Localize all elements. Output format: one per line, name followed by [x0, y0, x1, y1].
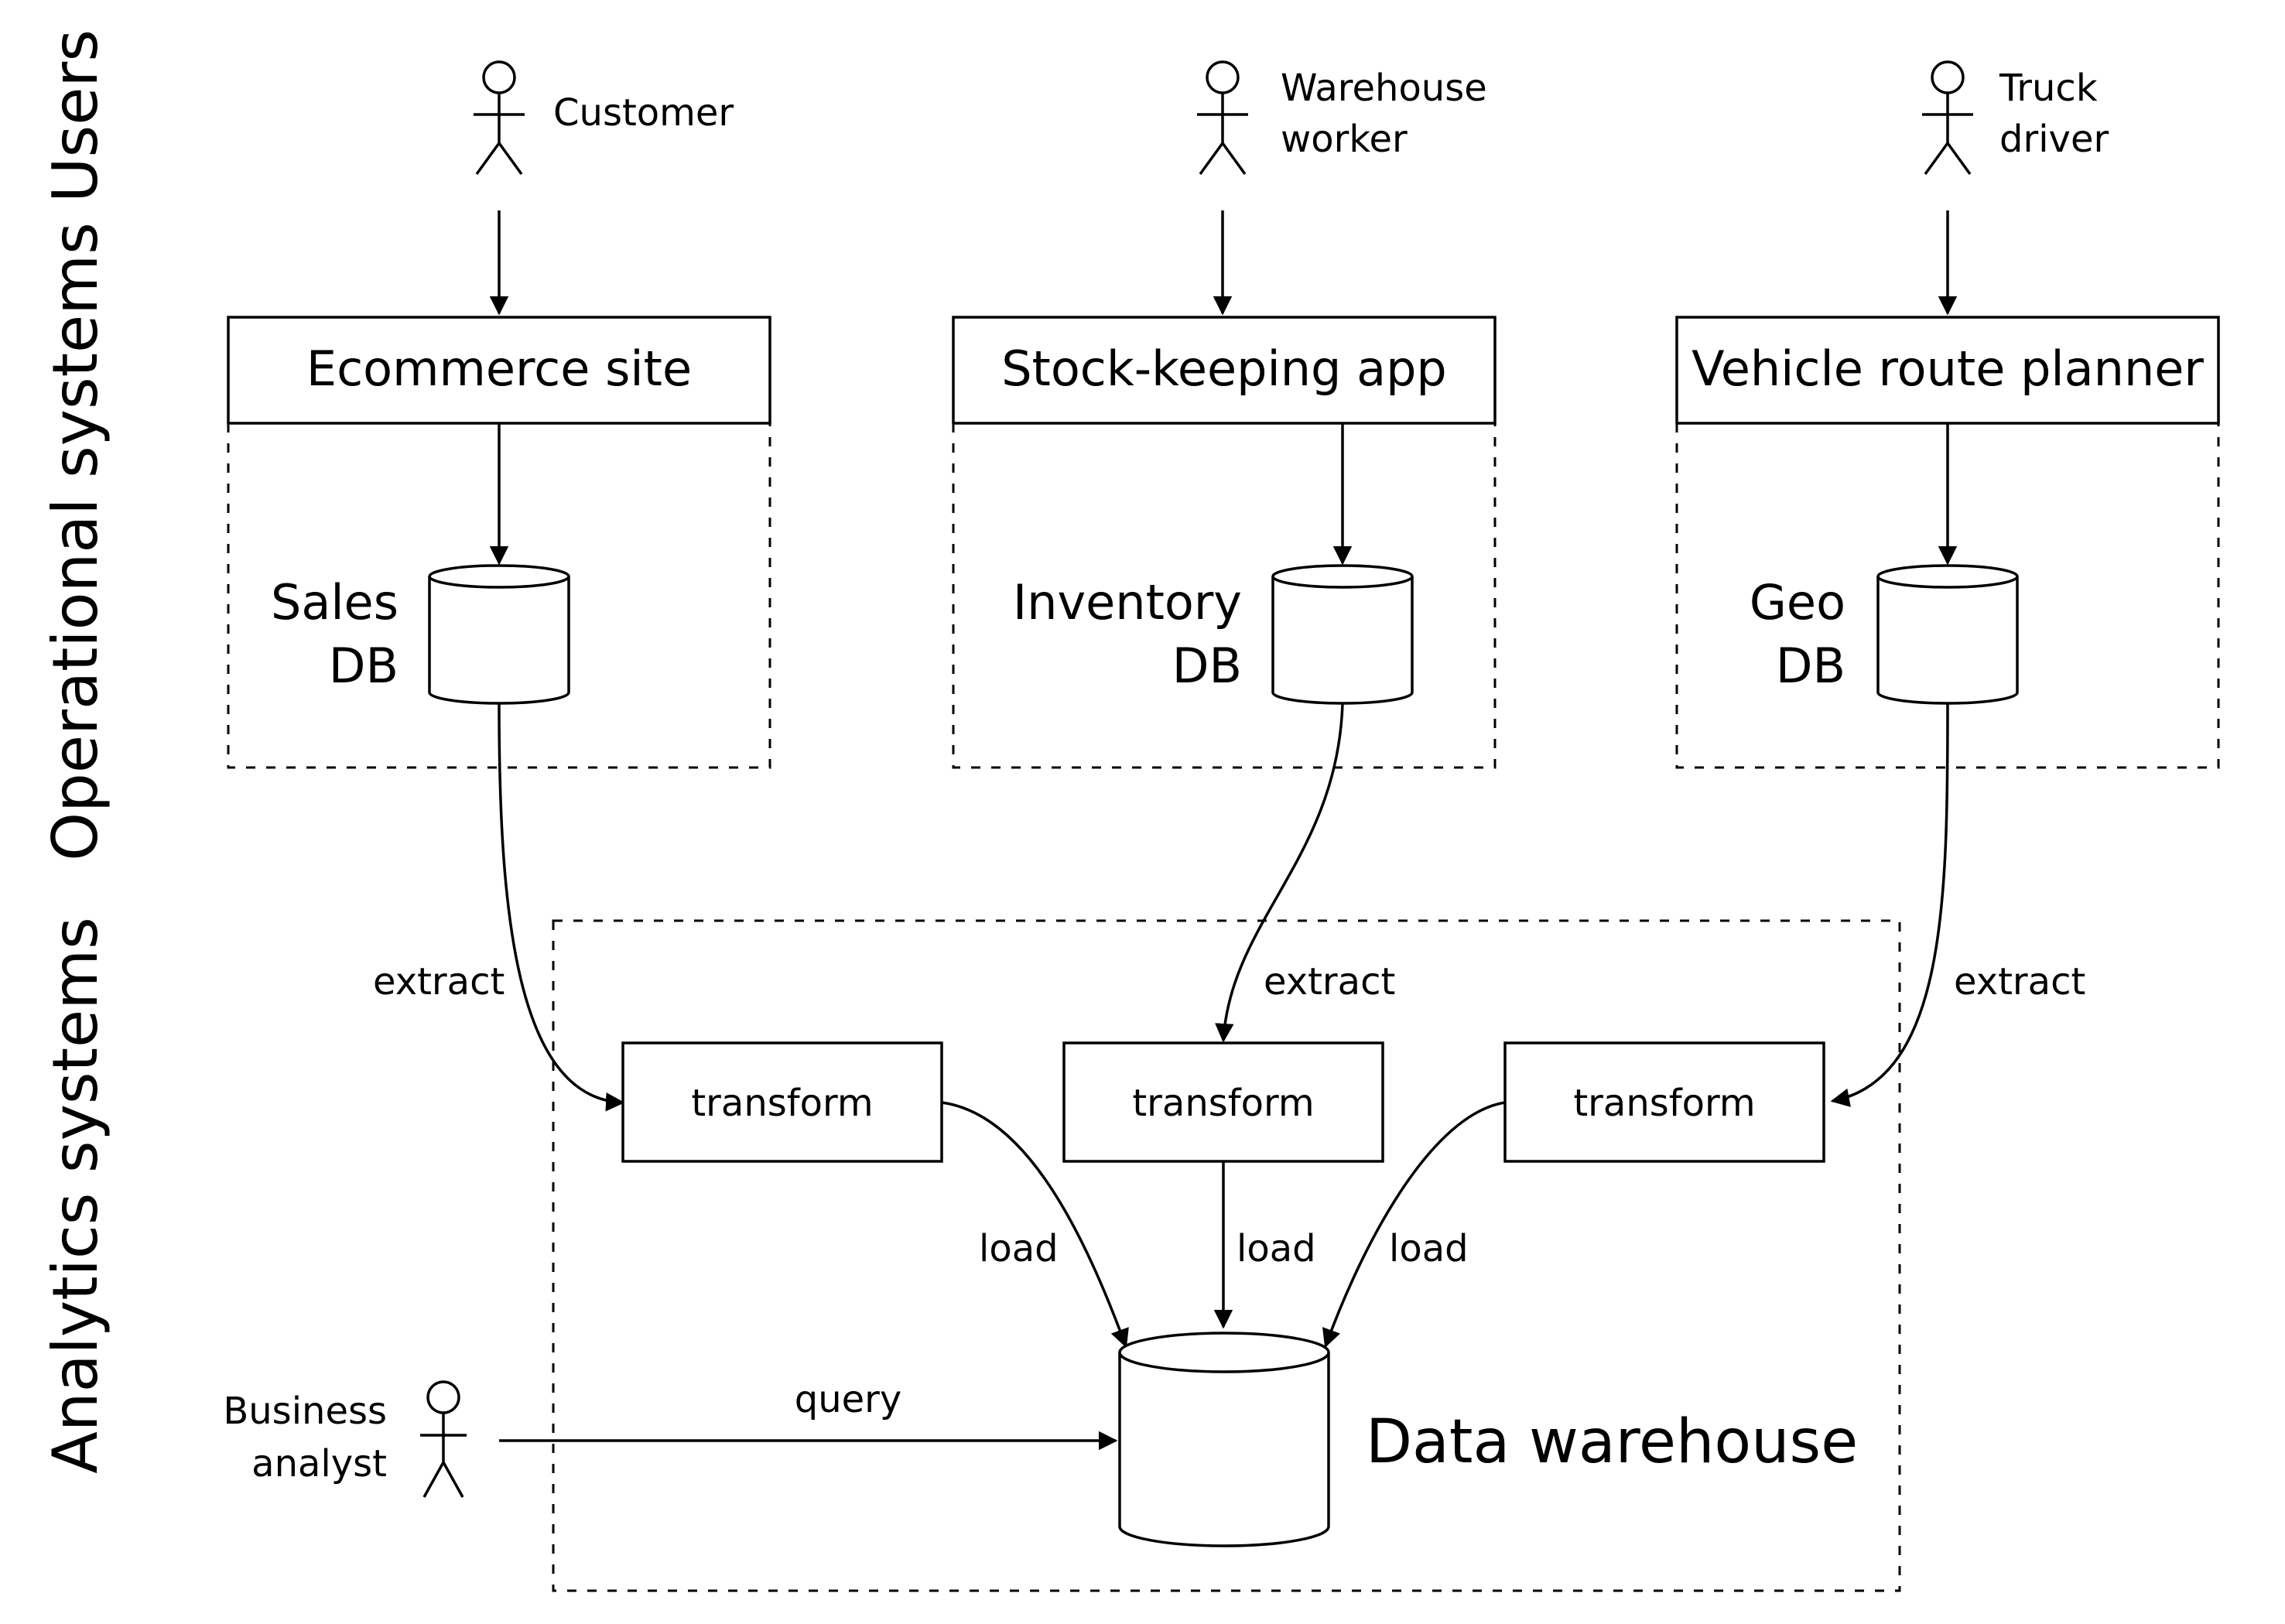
stock-keeping-app-box: [952, 316, 1497, 425]
customer-label: Customer: [553, 91, 734, 135]
ecommerce-site-label: Ecommerce site: [306, 340, 692, 397]
truck-driver-actor-icon: [1922, 60, 1973, 176]
inventory-db-label-line-2: DB: [1172, 638, 1242, 694]
stock-keeping-app-label: Stock-keeping app: [1001, 340, 1447, 397]
inventory-transform-label: transform: [1132, 1082, 1314, 1125]
inventory-db-label-line-1: Inventory: [1013, 574, 1242, 631]
geo-db-label-line-1: Geo: [1750, 574, 1845, 631]
business-analyst-actor-icon: [420, 1380, 467, 1498]
users-lane-title: Users: [39, 29, 111, 203]
data-warehouse-cylinder-icon: [1118, 1332, 1330, 1547]
inventory-extract-label: extract: [1264, 960, 1395, 1003]
sales-extract-label: extract: [373, 960, 505, 1003]
ecommerce-site-box: [227, 316, 771, 425]
geo-load-flow: [1322, 1101, 1506, 1349]
business-analyst-label-line-1: Business: [223, 1390, 387, 1433]
analytics-lane-title: Analytics systems: [39, 917, 111, 1474]
sales-transform-label: transform: [691, 1082, 873, 1125]
vehicle-route-planner-label: Vehicle route planner: [1692, 340, 2204, 397]
customer-actor-icon: [474, 60, 525, 176]
geo-extract-label: extract: [1954, 960, 2085, 1003]
geo-db-label-line-2: DB: [1776, 638, 1845, 694]
geo-transform-label: transform: [1573, 1082, 1755, 1125]
warehouse-worker-actor-icon: [1197, 60, 1248, 176]
operational-lane-title: Operational systems: [39, 222, 111, 861]
sales-load-flow: [941, 1101, 1129, 1349]
geo-extract-flow: [1830, 703, 1949, 1107]
inventory-extract-flow: [1215, 703, 1344, 1043]
vehicle-route-planner-box: [1675, 316, 2220, 425]
sales-db-label-line-1: Sales: [271, 574, 399, 631]
sales-transform-box: [621, 1041, 943, 1163]
sales-db-label-line-2: DB: [329, 638, 399, 694]
warehouse-worker-label-line-1: Warehouse: [1281, 67, 1487, 110]
business-analyst-label-line-2: analyst: [251, 1442, 387, 1486]
data-warehouse-label: Data warehouse: [1366, 1407, 1858, 1477]
geo-transform-box: [1503, 1041, 1825, 1163]
truck-driver-label-line-1: Truck: [1999, 67, 2098, 110]
warehouse-worker-label-line-2: worker: [1281, 118, 1408, 161]
truck-driver-label-line-2: driver: [1999, 118, 2109, 161]
geo-db-cylinder-icon: [1876, 564, 2019, 705]
inventory-load-label: load: [1237, 1227, 1316, 1270]
inventory-db-cylinder-icon: [1271, 564, 1414, 705]
sales-extract-flow: [498, 703, 625, 1112]
sales-load-label: load: [979, 1227, 1059, 1270]
sales-db-cylinder-icon: [428, 564, 570, 705]
geo-load-label: load: [1389, 1227, 1469, 1270]
analytics-dashed-boundary: [552, 919, 1901, 1592]
query-label: query: [795, 1378, 902, 1421]
